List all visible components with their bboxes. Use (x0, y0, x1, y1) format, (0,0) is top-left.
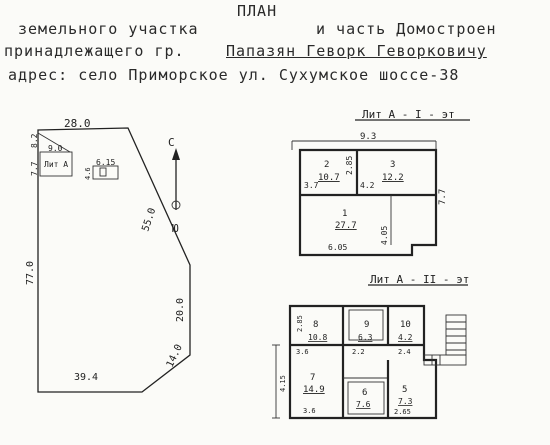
plan-title: ПЛАН (237, 2, 278, 20)
owner-prefix: принадлежащего гр. (4, 42, 185, 60)
floor1-width: 9.3 (360, 132, 376, 142)
land-plot (37, 127, 191, 393)
room-5-area: 7.3 (398, 397, 413, 406)
room-7-area: 14.9 (303, 385, 325, 395)
south-label: Ю (172, 222, 179, 235)
f2-dim-c: 2.2 (352, 348, 365, 356)
land-right2-dim: 14.0 (165, 343, 185, 369)
floor1-plan (291, 119, 470, 257)
subtitle-land-plot: земельного участка (18, 20, 199, 38)
land-right1-dim: 20.0 (175, 298, 186, 322)
floor2-title: Лит А - II - эт (370, 273, 469, 286)
f1-dim-a: 2.85 (345, 156, 354, 175)
f1-dim-d: 4.05 (380, 226, 389, 245)
land-diag-dim: 55.0 (140, 207, 158, 233)
f2-dim-g: 2.65 (394, 408, 411, 416)
f2-dim-e: 4.15 (279, 375, 287, 392)
room-6-num: 6 (362, 388, 367, 398)
land-top-dim: 28.0 (64, 117, 91, 130)
house-label: Лит А (44, 160, 68, 169)
room-8-area: 10.8 (308, 333, 327, 342)
room-7-num: 7 (310, 373, 315, 383)
house-lit-a (39, 151, 73, 177)
room-3-area: 12.2 (382, 173, 404, 183)
house-width: 9.0 (48, 144, 63, 153)
land-left-dim: 77.0 (25, 261, 36, 285)
room-9-area: 6.3 (358, 333, 373, 342)
subtitle-house-part: и часть Домостроен (316, 20, 497, 38)
owner-name: Папазян Геворк Геворковичу (226, 42, 487, 60)
stairs-icon (423, 314, 467, 366)
f2-dim-f: 3.6 (303, 407, 316, 415)
f2-dim-b: 3.6 (296, 348, 309, 356)
room-8-num: 8 (313, 320, 318, 330)
room-1-num: 1 (342, 209, 347, 219)
room-3-num: 3 (390, 160, 395, 170)
f2-dim-d: 2.4 (398, 348, 411, 356)
land-small-a: 8.2 (30, 133, 39, 148)
room-6-area: 7.6 (356, 400, 371, 409)
shed-height: 4.6 (84, 167, 92, 180)
f1-dim-e: 6.05 (328, 243, 347, 252)
room-5-num: 5 (402, 385, 407, 395)
land-bottom-dim: 39.4 (74, 372, 98, 383)
floor1-title: Лит А - I - эт (362, 108, 455, 121)
room-9-num: 9 (364, 320, 369, 330)
f1-dim-c: 4.2 (360, 181, 375, 190)
room-2-area: 10.7 (318, 173, 340, 183)
room-2-num: 2 (324, 160, 329, 170)
room-10-num: 10 (400, 320, 411, 330)
room-10-area: 4.2 (398, 333, 413, 342)
land-small-b: 7.7 (30, 161, 39, 176)
f1-dim-b: 3.7 (304, 181, 319, 190)
f2-dim-a: 2.85 (296, 315, 304, 332)
floor1-depth: 7.7 (438, 189, 448, 205)
north-label: С (168, 136, 175, 149)
shed-width: 6.15 (96, 158, 115, 167)
address-line: адрес: село Приморское ул. Сухумское шос… (8, 66, 460, 84)
room-1-area: 27.7 (335, 221, 357, 231)
floor2-plan (272, 284, 468, 420)
shed (92, 165, 119, 180)
north-arrow-icon (171, 148, 181, 210)
